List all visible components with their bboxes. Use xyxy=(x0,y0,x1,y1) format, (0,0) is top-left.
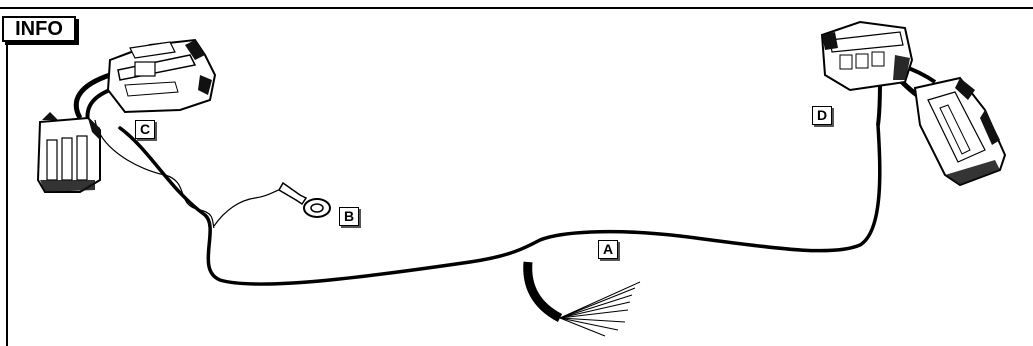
connector-d-upper xyxy=(820,20,914,92)
ring-terminal-b xyxy=(277,181,331,218)
connector-c-upper xyxy=(106,38,217,114)
ground-lead-b xyxy=(213,187,286,227)
callout-label-a: A xyxy=(598,240,618,259)
info-tag: INFO xyxy=(2,16,76,42)
callout-label-d: D xyxy=(812,106,832,125)
callout-label-b: B xyxy=(339,207,359,226)
connector-d-lower xyxy=(913,76,1007,187)
connector-group-c xyxy=(36,38,217,193)
connector-group-d xyxy=(820,20,1007,187)
thin-wire-c xyxy=(94,119,215,229)
callout-label-c: C xyxy=(135,120,155,139)
connector-c-lower xyxy=(36,112,101,193)
bare-wire-bundle xyxy=(523,261,641,337)
main-wire xyxy=(118,123,882,286)
